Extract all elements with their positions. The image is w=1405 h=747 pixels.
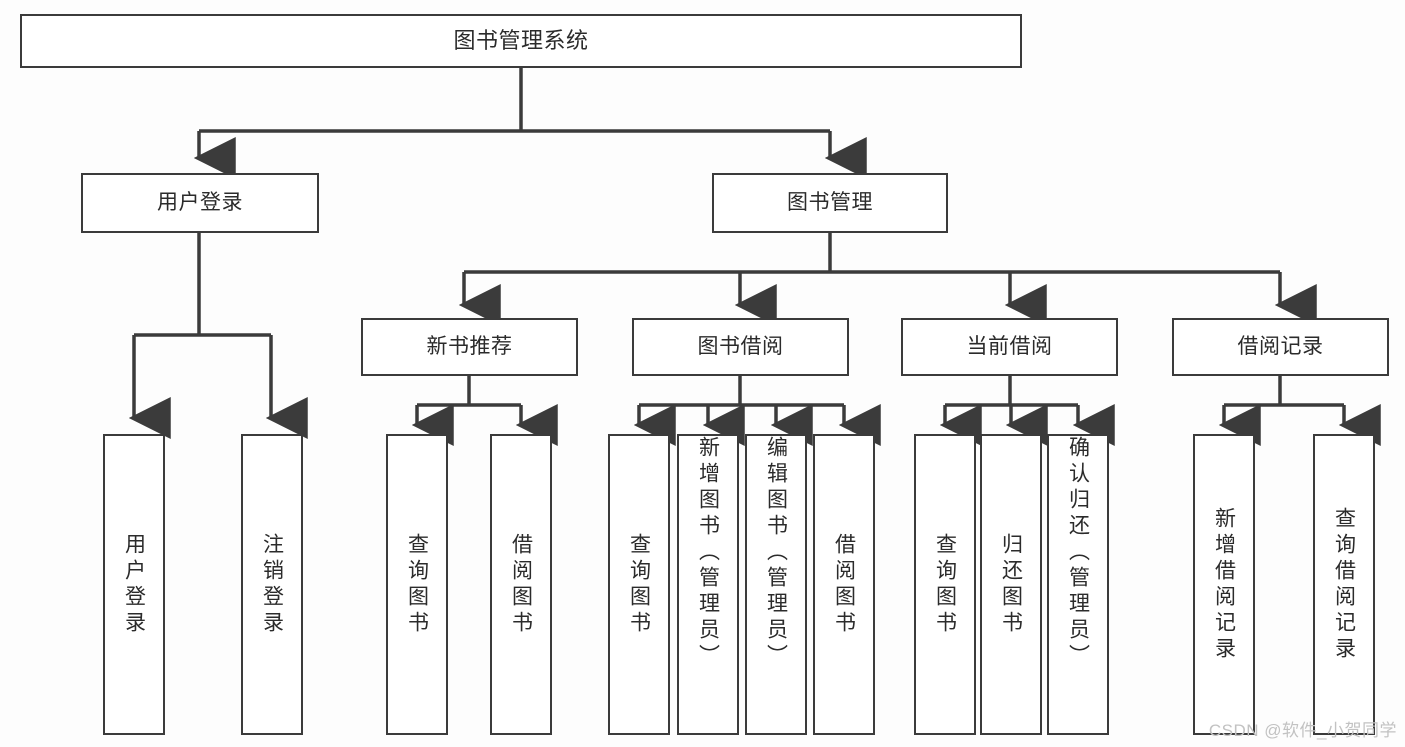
node-current-borrow[interactable]: 当前借阅: [901, 318, 1118, 376]
node-book-borrow[interactable]: 图书借阅: [632, 318, 849, 376]
node-label: 借阅记录: [1237, 334, 1324, 358]
node-label: 图书借阅: [697, 334, 784, 358]
leaf-current-confirm-return-admin[interactable]: 确认归还（管理员）: [1047, 434, 1109, 735]
node-root-system[interactable]: 图书管理系统: [20, 14, 1022, 68]
node-label: 借阅图书: [832, 532, 856, 637]
node-new-book-recommend[interactable]: 新书推荐: [361, 318, 578, 376]
node-label: 查询图书: [933, 532, 957, 637]
node-label: 编辑图书（管理员）: [764, 436, 788, 670]
node-label: 新增图书（管理员）: [696, 436, 720, 670]
leaf-current-return-book[interactable]: 归还图书: [980, 434, 1042, 735]
leaf-record-query-record[interactable]: 查询借阅记录: [1313, 434, 1375, 735]
leaf-borrow-add-book-admin[interactable]: 新增图书（管理员）: [677, 434, 739, 735]
leaf-current-query-book[interactable]: 查询图书: [914, 434, 976, 735]
node-label: 用户登录: [157, 190, 243, 214]
node-label: 图书管理系统: [453, 28, 589, 54]
leaf-borrow-borrow-book[interactable]: 借阅图书: [813, 434, 875, 735]
node-label: 查询图书: [405, 532, 429, 637]
node-label: 当前借阅: [966, 334, 1053, 358]
leaf-borrow-query-book[interactable]: 查询图书: [608, 434, 670, 735]
node-book-management[interactable]: 图书管理: [712, 173, 948, 233]
leaf-recommend-query-book[interactable]: 查询图书: [386, 434, 448, 735]
node-label: 新增借阅记录: [1212, 506, 1236, 663]
node-label: 归还图书: [999, 532, 1023, 637]
node-label: 查询图书: [627, 532, 651, 637]
node-label: 用户登录: [122, 532, 146, 637]
node-label: 确认归还（管理员）: [1066, 436, 1090, 670]
node-label: 查询借阅记录: [1332, 506, 1356, 663]
node-label: 注销登录: [260, 532, 284, 637]
node-borrow-record[interactable]: 借阅记录: [1172, 318, 1389, 376]
node-label: 借阅图书: [509, 532, 533, 637]
node-label: 图书管理: [787, 190, 873, 214]
leaf-user-login-login[interactable]: 用户登录: [103, 434, 165, 735]
leaf-borrow-edit-book-admin[interactable]: 编辑图书（管理员）: [745, 434, 807, 735]
watermark: CSDN @软件_小贺同学: [1208, 721, 1397, 740]
leaf-recommend-borrow-book[interactable]: 借阅图书: [490, 434, 552, 735]
leaf-user-login-logout[interactable]: 注销登录: [241, 434, 303, 735]
leaf-record-add-record[interactable]: 新增借阅记录: [1193, 434, 1255, 735]
node-user-login[interactable]: 用户登录: [81, 173, 319, 233]
node-label: 新书推荐: [426, 334, 513, 358]
